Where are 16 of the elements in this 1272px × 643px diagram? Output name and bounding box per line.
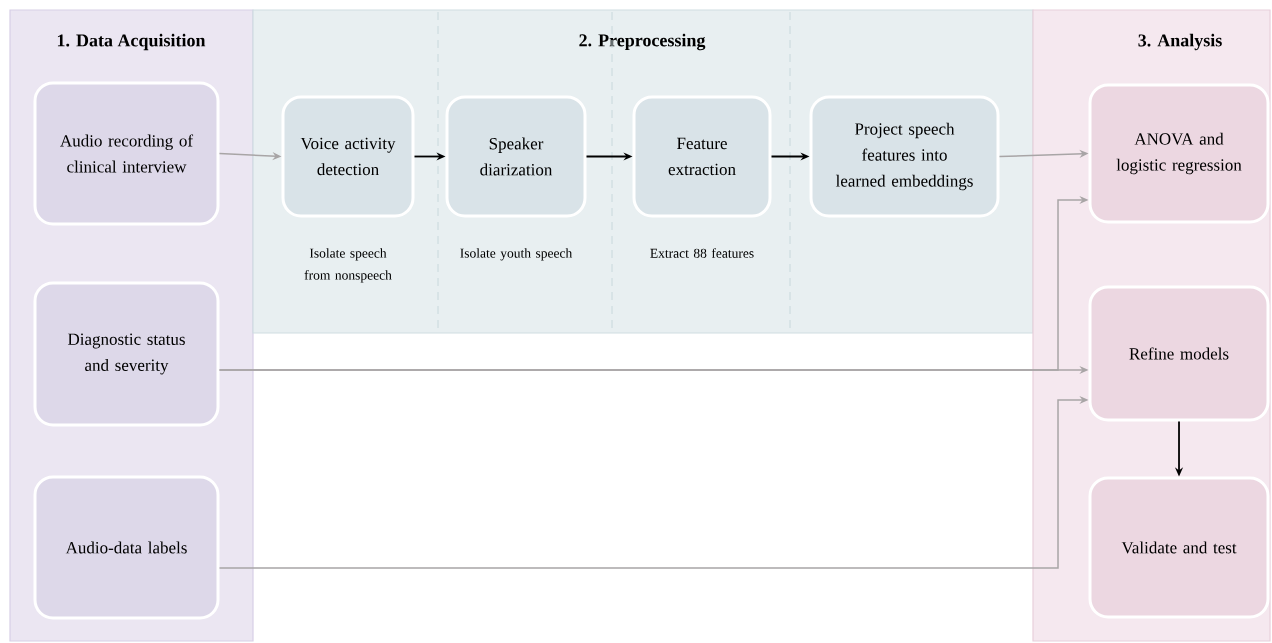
process-box: Diagnostic status and severity [33,281,220,427]
process-box: ANOVA and logistic regression [1088,83,1270,224]
process-box: Speaker diarization [445,95,587,218]
process-box: Refine models [1088,285,1270,422]
process-box: Audio recording of clinical interview [33,81,220,226]
process-box: Feature extraction [632,95,772,218]
step-note: Isolate youth speech [460,248,573,261]
lane-heading: 3. Analysis [1138,33,1222,51]
process-box: Voice activity detection [281,95,415,218]
lane-heading: 1. Data Acquisition [57,33,206,51]
process-box: Validate and test [1088,476,1270,619]
lane-heading: 2. Preprocessing [579,33,706,51]
step-note: Isolate speech from nonspeech [304,248,392,283]
step-note: Extract 88 features [650,248,754,258]
process-box: Audio-data labels [33,475,220,620]
process-box: Project speech features into learned embeddings [809,95,1000,218]
